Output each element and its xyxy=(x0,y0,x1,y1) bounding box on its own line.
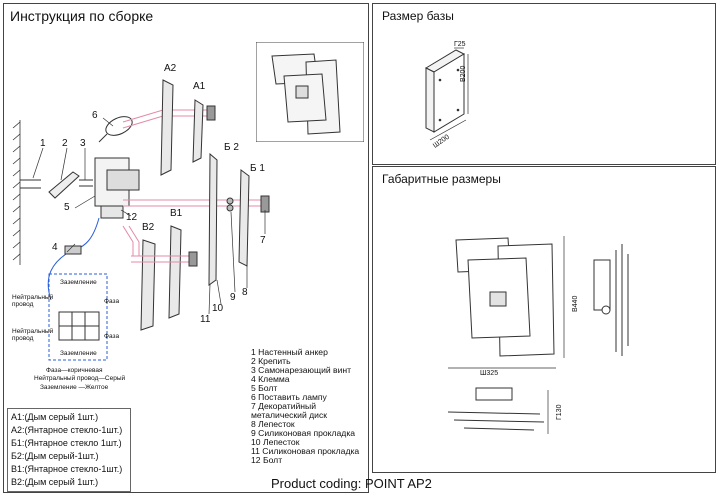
petal-v1 xyxy=(168,225,182,319)
overall-size-panel xyxy=(372,166,716,473)
group-label-v2: В2 xyxy=(142,222,155,233)
wiring-phase-bottom: Фаза xyxy=(104,333,120,340)
overall-dim-depth: Г130 xyxy=(556,404,563,420)
callout-8: 8 xyxy=(242,287,248,298)
instruction-panel xyxy=(3,3,369,493)
legend-item: 7 Декоратийный xyxy=(251,401,317,411)
callout-12: 12 xyxy=(126,212,138,223)
legend-item: 8 Лепесток xyxy=(251,419,295,429)
terminal-clamp xyxy=(64,245,82,255)
variant-b2: Б2:(Дым серый-1шт.) xyxy=(11,451,99,461)
self-tapping-screw xyxy=(79,179,93,187)
group-label-a2: А2 xyxy=(164,63,177,74)
legend-item: 12 Болт xyxy=(251,455,283,465)
decorative-disc-b xyxy=(260,195,270,213)
legend-item: 10 Лепесток xyxy=(251,437,300,447)
lamp-bulb xyxy=(98,116,133,143)
petal-a2 xyxy=(160,79,174,176)
callout-3: 3 xyxy=(80,138,86,149)
variant-b1: Б1:(Янтарное стекло 1шт.) xyxy=(11,438,122,448)
wiring-ground-top: Заземление xyxy=(60,279,97,286)
wiring-phase-top: Фаза xyxy=(104,298,120,305)
product-preview xyxy=(256,42,364,142)
mounting-bracket xyxy=(48,171,80,199)
base-drawing xyxy=(424,47,469,141)
instruction-title: Инструкция по сборке xyxy=(10,8,154,24)
petal-a1 xyxy=(192,99,204,163)
callout-10: 10 xyxy=(212,303,224,314)
callout-2: 2 xyxy=(62,138,68,149)
legend-item: 2 Крепить xyxy=(251,356,291,366)
glass-variants-box: А1:(Дым серый 1шт.) А2:(Янтарное стекло-… xyxy=(7,408,131,492)
petal-b2 xyxy=(208,152,218,286)
callout-7: 7 xyxy=(260,235,266,246)
base-dim-thickness: Г25 xyxy=(454,41,466,48)
legend-item: 6 Поставить лампу xyxy=(251,392,327,402)
wiring-ground-bottom: Заземление xyxy=(60,350,97,357)
lamp-base xyxy=(94,157,140,219)
variant-a2: А2:(Янтарное стекло-1шт.) xyxy=(11,425,123,435)
guide-lines-v xyxy=(131,255,193,263)
assembly-diagram xyxy=(12,79,270,361)
callout-9: 9 xyxy=(230,292,236,303)
variant-v2: В2:(Дым серый 1шт.) xyxy=(11,477,99,487)
wiring-neutral-bottom: Нейтральный провод xyxy=(12,328,54,342)
variant-v1: В1:(Янтарное стекло-1шт.) xyxy=(11,464,123,474)
overall-side-view xyxy=(593,244,629,356)
wall-anchor xyxy=(20,179,41,189)
wiring-key-1: Фаза—коричневая xyxy=(46,367,103,374)
callout-leader-lines xyxy=(32,117,266,315)
overall-size-title: Габаритные размеры xyxy=(382,172,501,186)
group-label-b1: Б 1 xyxy=(250,163,265,174)
base-size-panel xyxy=(372,3,716,165)
callout-6: 6 xyxy=(92,110,98,121)
petal-v2 xyxy=(140,239,156,331)
legend-item: 11 Силиконовая прокладка xyxy=(251,446,360,456)
wiring-key-2: Нейтральный провод—Серый xyxy=(34,375,126,382)
base-dim-height: В200 xyxy=(460,65,467,82)
callout-4: 4 xyxy=(52,242,58,253)
wall-hatch xyxy=(12,120,21,265)
group-label-v1: В1 xyxy=(170,208,183,219)
callout-5: 5 xyxy=(64,202,70,213)
group-label-a1: А1 xyxy=(193,81,206,92)
legend-item: 4 Клемма xyxy=(251,374,290,384)
wiring-block-dashed-frame xyxy=(48,273,108,361)
callout-1: 1 xyxy=(40,138,46,149)
legend-item: 3 Самонарезающий винт xyxy=(251,365,352,375)
base-size-title: Размер базы xyxy=(382,9,454,23)
variant-a1: А1:(Дым серый 1шт.) xyxy=(11,412,99,422)
wiring-key-3: Заземление —Желтое xyxy=(40,384,109,391)
legend-item: 9 Силиконовая прокладка xyxy=(251,428,356,438)
decorative-disc-v xyxy=(188,251,198,267)
overall-dim-height: В440 xyxy=(572,295,579,312)
legend-item: 1 Настенный анкер xyxy=(251,347,328,357)
wiring xyxy=(47,217,100,301)
legend-item: 5 Болт xyxy=(251,383,278,393)
overall-dim-width: Ш325 xyxy=(480,370,499,377)
callout-11: 11 xyxy=(200,314,211,325)
product-coding: Product coding: POINT AP2 xyxy=(271,476,432,491)
silicone-gaskets-b xyxy=(226,197,234,212)
overall-top-view xyxy=(447,387,549,434)
wiring-neutral-top: Нейтральный провод xyxy=(12,294,54,308)
overall-front-view xyxy=(448,236,565,369)
wiring-block xyxy=(58,311,100,341)
decorative-disc-a xyxy=(206,105,216,121)
legend-item: металический диск xyxy=(251,410,328,420)
petal-b1 xyxy=(238,169,250,267)
group-label-b2: Б 2 xyxy=(224,142,239,153)
